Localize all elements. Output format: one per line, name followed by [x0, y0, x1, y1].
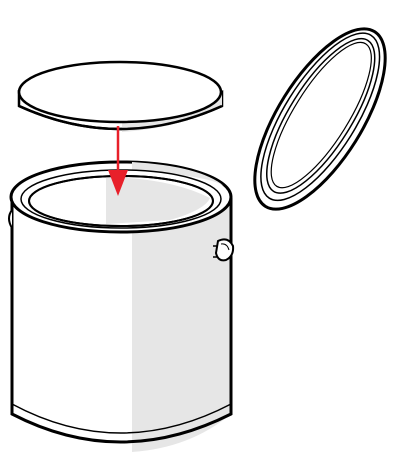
disc-top — [19, 62, 221, 122]
can-left-ear — [9, 210, 12, 228]
disc-icon — [19, 62, 222, 132]
paint-can-icon — [9, 162, 233, 452]
can-body-shade — [132, 198, 231, 452]
ring-lid-icon — [230, 9, 395, 228]
